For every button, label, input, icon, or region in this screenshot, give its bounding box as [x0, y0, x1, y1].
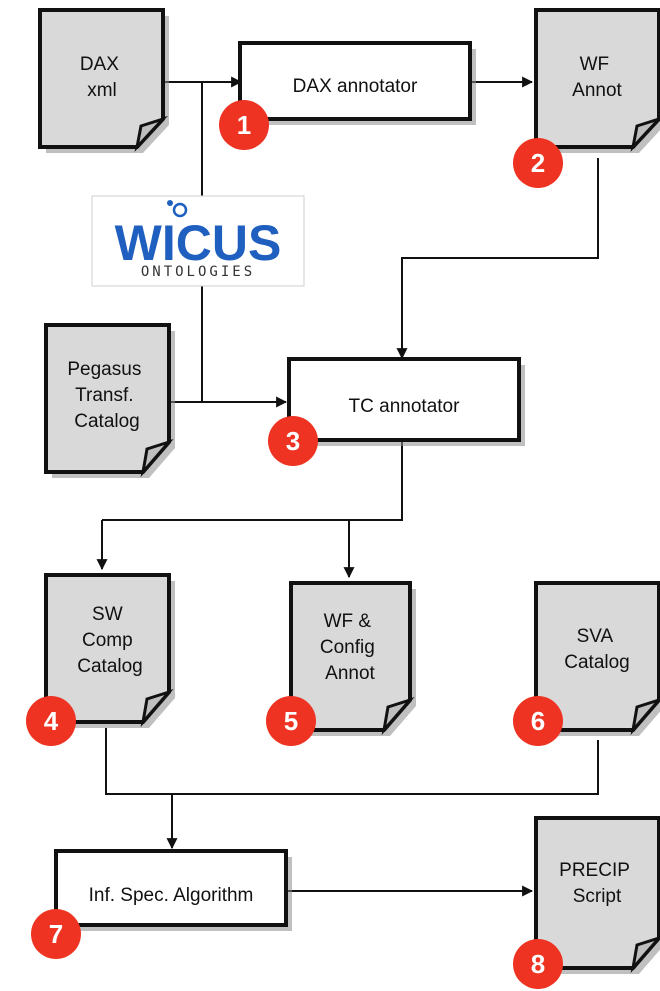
- doc-wf-annot-line-2: Annot: [572, 80, 622, 101]
- logo-bubble-large: [172, 202, 188, 218]
- process-inf-spec-algorithm: Inf. Spec. Algorithm: [54, 849, 292, 931]
- doc-pegasus-line-2: Transf.: [75, 385, 133, 406]
- svg-text:PRECIP Script: PRECIP Script: [559, 860, 635, 907]
- arrow-wf-annot-to-tc: [396, 158, 599, 360]
- doc-pegasus-line-3: Catalog: [74, 411, 140, 432]
- doc-pegasus-line-1: Pegasus: [67, 359, 141, 380]
- line-sw-sva-merge: [105, 728, 599, 795]
- badge-4-text: 4: [44, 706, 59, 736]
- svg-text:SVA Catalog: SVA Catalog: [564, 626, 630, 673]
- badge-5-text: 5: [284, 706, 298, 736]
- doc-dax-xml-line-1: DAX: [80, 54, 119, 75]
- doc-wf-config-line-2: Config: [320, 637, 375, 658]
- doc-precip-line-2: Script: [573, 886, 622, 907]
- svg-text:DAX xml: DAX xml: [80, 54, 124, 101]
- process-dax-annotator-label: DAX annotator: [293, 76, 418, 97]
- line-tc-down: [102, 440, 403, 521]
- doc-sva-catalog: SVA Catalog: [534, 581, 660, 736]
- doc-dax-xml: DAX xml: [38, 8, 169, 153]
- doc-pegasus-catalog: Pegasus Transf. Catalog: [44, 323, 175, 478]
- doc-sva-line-2: Catalog: [564, 652, 630, 673]
- process-inf-spec-label: Inf. Spec. Algorithm: [89, 885, 254, 906]
- doc-wf-config-line-1: WF &: [324, 611, 372, 632]
- doc-precip-line-1: PRECIP: [559, 860, 629, 881]
- badge-5: 5: [266, 696, 316, 746]
- doc-sva-line-1: SVA: [577, 626, 614, 647]
- svg-text:SW Comp Catalog: SW Comp Catalog: [77, 604, 143, 677]
- doc-sw-comp-line-3: Catalog: [77, 656, 143, 677]
- process-tc-annotator: TC annotator: [287, 357, 525, 446]
- badge-1-text: 1: [237, 110, 251, 140]
- connectors: [96, 76, 599, 897]
- badge-4: 4: [26, 696, 76, 746]
- badge-6: 6: [513, 696, 563, 746]
- svg-text:WF Annot: WF Annot: [572, 54, 622, 101]
- process-tc-annotator-label: TC annotator: [349, 396, 461, 417]
- logo-main-text: WICUS: [115, 215, 282, 271]
- badge-8: 8: [513, 939, 563, 989]
- process-dax-annotator: DAX annotator: [238, 41, 476, 125]
- logo-sub-text: ONTOLOGIES: [141, 264, 255, 280]
- badge-7-text: 7: [49, 919, 63, 949]
- doc-wf-config-line-3: Annot: [325, 663, 375, 684]
- logo-bubble-small: [167, 200, 173, 206]
- doc-dax-xml-line-2: xml: [87, 80, 117, 101]
- doc-sw-comp-line-2: Comp: [82, 630, 133, 651]
- doc-wf-config-annot: WF & Config Annot: [289, 581, 416, 736]
- wicus-ontologies-logo: WICUS ONTOLOGIES: [91, 195, 305, 287]
- svg-text:Pegasus Transf. Ca: Pegasus Transf. Catalog: [67, 359, 146, 432]
- doc-wf-annot-line-1: WF: [580, 54, 610, 75]
- badge-1: 1: [219, 100, 269, 150]
- doc-wf-annot: WF Annot: [534, 8, 660, 153]
- badge-3-text: 3: [286, 426, 300, 456]
- badge-8-text: 8: [531, 949, 545, 979]
- badge-2-text: 2: [531, 148, 545, 178]
- svg-text:WF & Config Annot: WF & Config Annot: [320, 611, 380, 684]
- badge-6-text: 6: [531, 706, 545, 736]
- badge-7: 7: [31, 909, 81, 959]
- badge-3: 3: [268, 416, 318, 466]
- doc-sw-comp-line-1: SW: [92, 604, 123, 625]
- badge-2: 2: [513, 138, 563, 188]
